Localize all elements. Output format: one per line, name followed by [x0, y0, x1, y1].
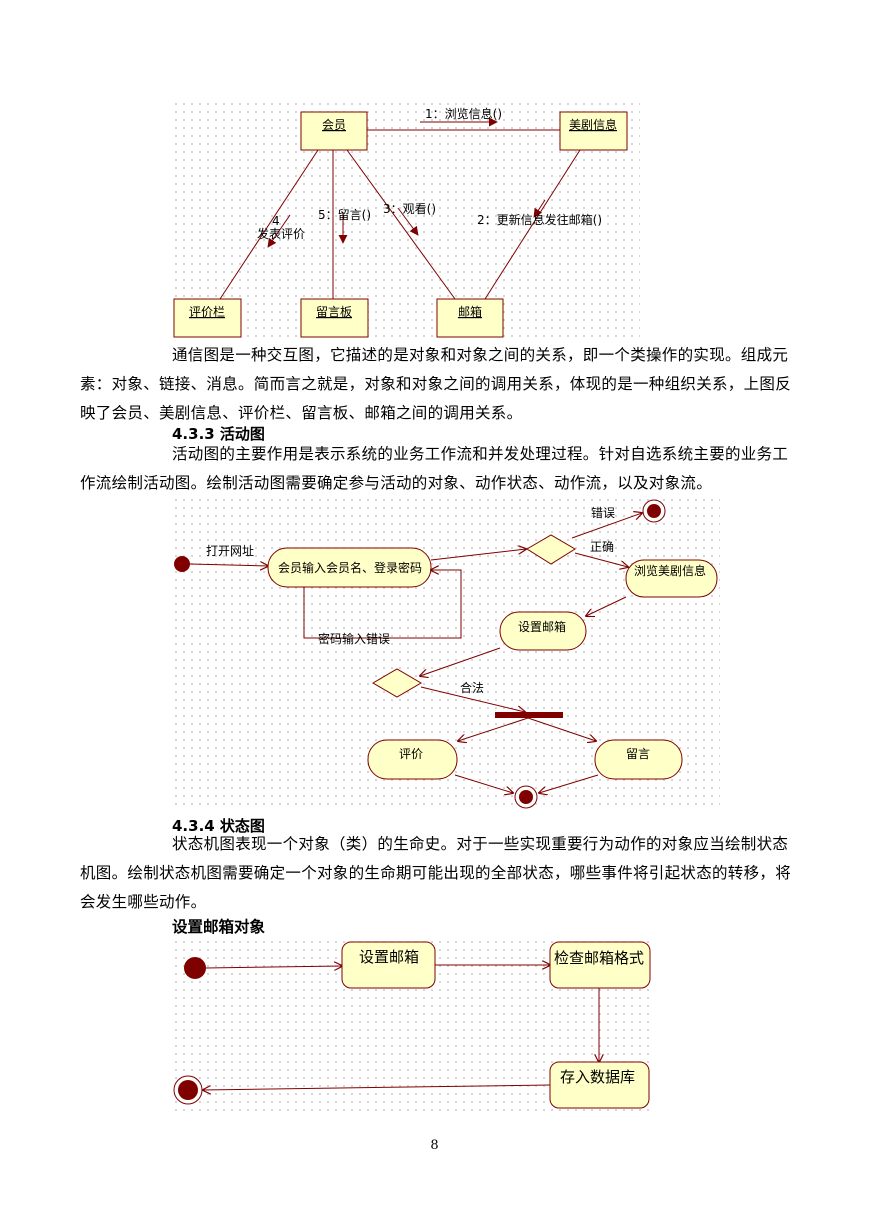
state-label: 设置邮箱 [359, 948, 419, 966]
message-label: 3：观看() [383, 202, 436, 216]
flow-label: 错误 [591, 506, 615, 520]
action-browse [625, 559, 718, 598]
activity-diagram: 打开网址 会员输入会员名、登录密码 密码输入错误 错误 正确 浏览美剧信息 设置… [174, 499, 718, 809]
message-arrow-2 [533, 199, 546, 218]
action-message [594, 739, 683, 780]
message-label: 1：浏览信息() [425, 106, 502, 121]
state-label: 存入数据库 [560, 1068, 635, 1086]
action-label: 会员输入会员名、登录密码 [278, 560, 422, 575]
object-member [300, 111, 368, 151]
state-diagram-title: 设置邮箱对象 [172, 918, 266, 936]
paragraph-activity: 活动图的主要作用是表示系统的业务工作流和并发处理过程。针对自选系统主要的业务工作… [80, 445, 789, 492]
object-label: 会员 [322, 118, 346, 132]
heading-activity-diagram: 4.3.3 活动图 [172, 425, 265, 443]
object-label: 美剧信息 [569, 117, 617, 132]
state-label: 检查邮箱格式 [554, 949, 644, 967]
action-set-mail [499, 611, 587, 651]
flow-label: 打开网址 [206, 544, 254, 558]
heading-state-diagram: 4.3.4 状态图 [172, 817, 265, 835]
message-arrow-4 [267, 214, 291, 248]
flow-label: 密码输入错误 [318, 631, 390, 646]
message-label: 5：留言() [318, 208, 371, 222]
message-label: 2：更新信息发往邮箱() [477, 212, 602, 227]
object-label: 留言板 [316, 305, 352, 319]
state-initial-node [184, 957, 206, 979]
paragraph-communication: 通信图是一种交互图，它描述的是对象和对象之间的关系，即一个类操作的实现。组成元素… [80, 346, 792, 422]
decision-valid [372, 668, 422, 698]
flow-label: 正确 [590, 540, 614, 554]
action-label: 设置邮箱 [518, 619, 566, 634]
message-label: 4 [272, 214, 280, 228]
message-arrow-3 [397, 207, 419, 236]
object-mailbox [436, 298, 504, 338]
fork-bar [495, 712, 563, 718]
state-diagram: 设置邮箱 检查邮箱格式 存入数据库 [173, 941, 651, 1109]
object-drama-info [559, 111, 628, 151]
state-check-format [549, 941, 651, 989]
action-review [367, 739, 458, 780]
flow-label: 合法 [460, 680, 484, 695]
communication-diagram: 会员 美剧信息 评价栏 留言板 邮箱 1：浏览信息() 2：更新信息发往邮箱()… [173, 106, 628, 338]
object-message-board [300, 298, 369, 338]
message-label: 发表评价 [257, 226, 305, 241]
action-label: 评价 [399, 747, 423, 761]
decision-login [526, 534, 576, 565]
action-label: 留言 [626, 747, 650, 761]
object-label: 邮箱 [458, 304, 482, 319]
page-number: 8 [430, 1138, 439, 1153]
object-label: 评价栏 [189, 304, 225, 319]
paragraph-state: 状态机图表现一个对象（类）的生命史。对于一些实现重要行为动作的对象应当绘制状态机… [80, 835, 792, 911]
action-label: 浏览美剧信息 [634, 563, 706, 578]
object-review-bar [173, 298, 242, 338]
initial-node [174, 556, 190, 572]
